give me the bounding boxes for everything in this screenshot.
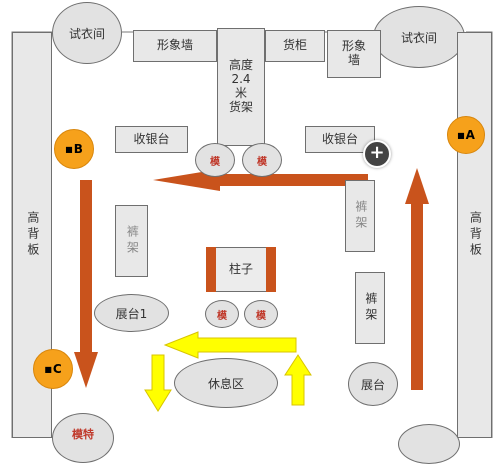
yellow-arrow-up xyxy=(284,354,312,406)
marker-b-label: B xyxy=(73,142,83,156)
pillar: 柱子 xyxy=(206,247,276,292)
yellow-arrow-left xyxy=(163,331,297,359)
mannequin-4-label: 模 xyxy=(256,310,266,322)
cabinet: 货柜 xyxy=(265,30,325,62)
pillar-label: 柱子 xyxy=(228,261,253,276)
orange-arrow-up xyxy=(405,168,429,390)
mannequin-1-label: 模 xyxy=(210,156,220,168)
shelf-2-4m: 高度 2.4 米 货架 xyxy=(217,28,265,146)
pants-rack-left: 裤架 xyxy=(115,205,148,277)
high-board-right-label: 高背板 xyxy=(468,211,483,259)
mannequin-2: 模 xyxy=(242,143,282,177)
pillar-bar-right xyxy=(266,247,276,292)
image-wall-left-label: 形象墙 xyxy=(156,38,193,53)
cabinet-label: 货柜 xyxy=(282,38,307,53)
mannequin-2-label: 模 xyxy=(257,156,267,168)
yellow-arrow-down xyxy=(144,354,172,412)
display-stand-1: 展台1 xyxy=(94,294,169,332)
image-wall-right-label: 形象墙 xyxy=(341,39,366,67)
high-board-left: 高背板 xyxy=(12,32,52,438)
mannequin-3-label: 模 xyxy=(217,310,227,322)
pants-rack-right-upper: 裤架 xyxy=(345,180,375,252)
marker-a: ■A xyxy=(447,116,485,154)
display-stand-1-label: 展台1 xyxy=(115,306,148,321)
pants-rack-right-lower-label: 裤架 xyxy=(363,292,378,324)
store-floor-plan: 试衣间 试衣间 形象墙 高度 2.4 米 货架 货柜 形象墙 高背板 高背板 收… xyxy=(11,2,493,464)
marker-c-label: C xyxy=(52,362,62,376)
cashier-left-label: 收银台 xyxy=(133,131,170,146)
image-wall-right: 形象墙 xyxy=(327,30,381,78)
mannequin-1: 模 xyxy=(195,143,235,177)
marker-c: ■C xyxy=(33,349,73,389)
bottom-mannequin-left: 模特 xyxy=(52,413,114,463)
high-board-right: 高背板 xyxy=(457,32,492,438)
bottom-mannequin-right xyxy=(398,424,460,464)
display-stand-2-label: 展台 xyxy=(360,377,385,392)
high-board-left-label: 高背板 xyxy=(25,211,40,259)
bottom-mannequin-left-label: 模特 xyxy=(72,428,94,441)
orange-arrow-down xyxy=(74,180,98,388)
add-button-label: + xyxy=(369,142,385,163)
pants-rack-right-lower: 裤架 xyxy=(355,272,385,344)
pillar-bar-left xyxy=(206,247,216,292)
mannequin-4: 模 xyxy=(244,300,278,328)
marker-b: ■B xyxy=(54,129,94,169)
add-button[interactable]: + xyxy=(363,140,391,168)
fitting-room-right-label: 试衣间 xyxy=(400,30,437,45)
marker-a-label: A xyxy=(465,128,475,142)
mannequin-3: 模 xyxy=(205,300,239,328)
fitting-room-right: 试衣间 xyxy=(373,6,465,68)
pants-rack-left-label: 裤架 xyxy=(125,225,140,257)
fitting-room-left: 试衣间 xyxy=(52,2,122,64)
pants-rack-right-upper-label: 裤架 xyxy=(353,200,368,232)
cashier-right-label: 收银台 xyxy=(321,131,358,146)
rest-area-label: 休息区 xyxy=(207,376,244,391)
display-stand-2: 展台 xyxy=(348,362,398,406)
image-wall-left: 形象墙 xyxy=(133,30,217,62)
cashier-left: 收银台 xyxy=(115,126,188,153)
rest-area: 休息区 xyxy=(174,358,278,408)
fitting-room-left-label: 试衣间 xyxy=(68,26,105,41)
shelf-label: 高度 2.4 米 货架 xyxy=(228,58,253,114)
